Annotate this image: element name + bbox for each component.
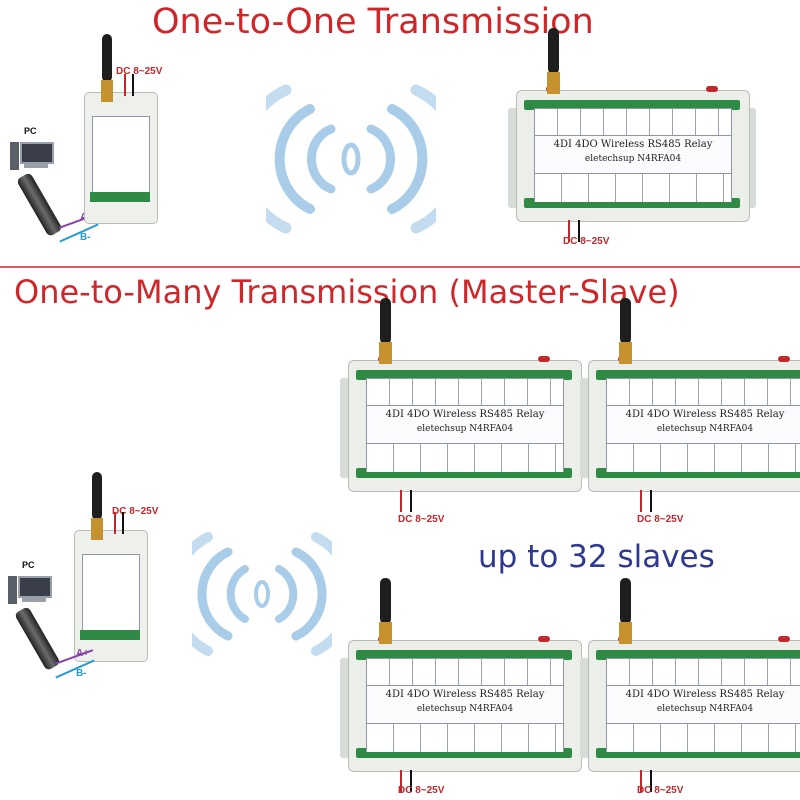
relay-brand: eletechsup N4RFA04 xyxy=(416,424,514,434)
antenna-icon xyxy=(102,34,112,82)
one-to-many-title: One-to-Many Transmission (Master-Slave) xyxy=(14,273,680,311)
antenna-icon xyxy=(380,578,391,624)
power-label-master: DC 8~25V xyxy=(112,506,159,517)
relay-model-title: 4DI 4DO Wireless RS485 Relay xyxy=(625,409,785,420)
antenna-icon xyxy=(620,578,631,624)
slave-relay-module: 4DI 4DO Wireless RS485 Relay eletechsup … xyxy=(340,298,588,512)
b-minus-label-top: B- xyxy=(80,232,91,243)
power-label-slave: DC 8~25V xyxy=(398,785,445,796)
power-label-slave: DC 8~25V xyxy=(398,514,445,525)
master-module xyxy=(74,472,148,662)
slave-relay-module: 4DI 4DO Wireless RS485 Relay eletechsup … xyxy=(580,578,800,792)
slave-count-note: up to 32 slaves xyxy=(478,539,715,575)
pc-icon xyxy=(8,572,52,606)
relay-model-title: 4DI 4DO Wireless RS485 Relay xyxy=(625,689,785,700)
power-label-slave: DC 8~25V xyxy=(637,514,684,525)
slave-relay-module: 4DI 4DO Wireless RS485 Relay eletechsup … xyxy=(580,298,800,512)
antenna-icon xyxy=(380,298,391,344)
power-label-master-top: DC 8~25V xyxy=(116,66,163,77)
wireless-signal-icon xyxy=(266,84,436,234)
pc-label-top: PC xyxy=(24,126,37,136)
antenna-icon xyxy=(548,28,559,74)
power-label-slave-top: DC 8~25V xyxy=(563,236,610,247)
relay-brand: eletechsup N4RFA04 xyxy=(656,424,754,434)
section-divider xyxy=(0,266,800,268)
pc-label: PC xyxy=(22,560,35,570)
one-to-one-title: One-to-One Transmission xyxy=(152,2,594,42)
wireless-signal-icon xyxy=(192,532,332,656)
usb-rs485-adapter xyxy=(16,172,63,238)
relay-model-title: 4DI 4DO Wireless RS485 Relay xyxy=(553,139,713,150)
relay-model-title: 4DI 4DO Wireless RS485 Relay xyxy=(385,409,545,420)
master-module xyxy=(84,34,158,224)
a-plus-label: A+ xyxy=(76,648,90,659)
b-minus-label: B- xyxy=(76,668,87,679)
relay-brand: eletechsup N4RFA04 xyxy=(584,154,682,164)
slave-relay-module: 4DI 4DO Wireless RS485 Relay eletechsup … xyxy=(508,28,756,242)
power-label-slave: DC 8~25V xyxy=(637,785,684,796)
relay-brand: eletechsup N4RFA04 xyxy=(416,704,514,714)
pc-icon xyxy=(10,138,54,172)
slave-relay-module: 4DI 4DO Wireless RS485 Relay eletechsup … xyxy=(340,578,588,792)
antenna-icon xyxy=(92,472,102,520)
relay-model-title: 4DI 4DO Wireless RS485 Relay xyxy=(385,689,545,700)
usb-rs485-adapter xyxy=(14,606,61,672)
antenna-icon xyxy=(620,298,631,344)
relay-brand: eletechsup N4RFA04 xyxy=(656,704,754,714)
